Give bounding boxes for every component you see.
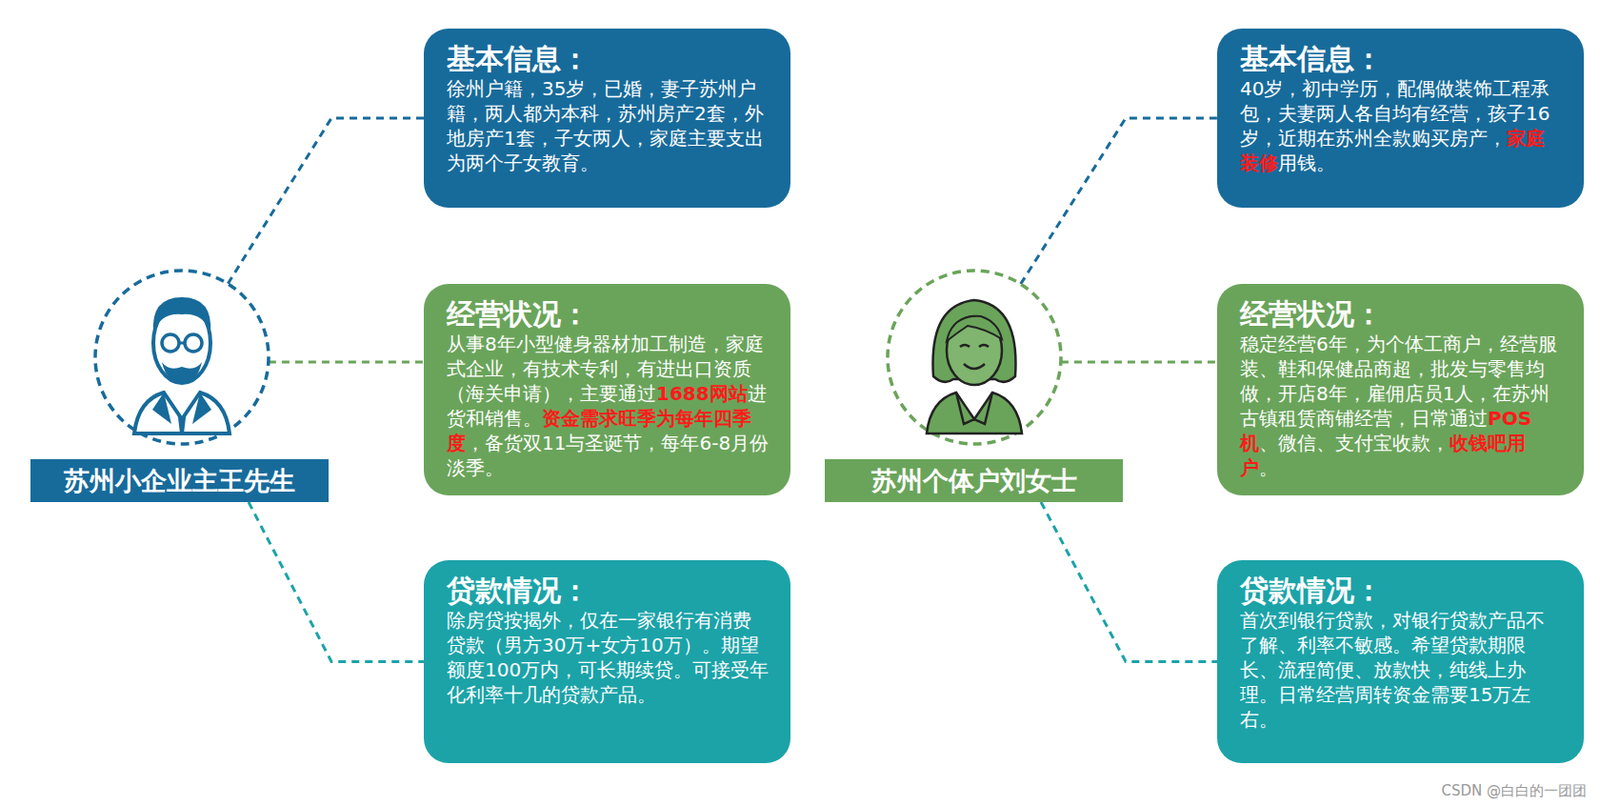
box-heading: 贷款情况： (1240, 573, 1563, 608)
box-heading: 基本信息： (1240, 41, 1563, 77)
persona-name: 苏州小企业主王先生 (63, 463, 296, 499)
info-body: 稳定经营6年，为个体工商户，经营服装、鞋和保健品商超，批发与零售均做，开店8年，… (1240, 331, 1563, 480)
persona-node: 苏州小企业主王先生 (30, 268, 329, 502)
info-box: 基本信息：40岁，初中学历，配偶做装饰工程承包，夫妻两人各自均有经营，孩子16岁… (1217, 28, 1584, 208)
info-body: 40岁，初中学历，配偶做装饰工程承包，夫妻两人各自均有经营，孩子16岁，近期在苏… (1240, 76, 1563, 176)
body-text: ，备货双11与圣诞节，每年6-8月份淡季。 (446, 431, 769, 480)
body-text: 。 (1259, 456, 1279, 480)
box-heading: 经营状况： (446, 297, 770, 332)
info-box: 贷款情况：除房贷按揭外，仅在一家银行有消费贷款（男方30万+女方10万）。期望额… (423, 560, 791, 763)
info-box: 经营状况：稳定经营6年，为个体工商户，经营服装、鞋和保健品商超，批发与零售均做，… (1217, 283, 1584, 496)
dashed-connector (227, 118, 424, 284)
body-text: 40岁，初中学历，配偶做装饰工程承包，夫妻两人各自均有经营，孩子16岁，近期在苏… (1240, 77, 1550, 150)
body-text: 首次到银行贷款，对银行贷款产品不了解、利率不敏感。希望贷款期限长、流程简便、放款… (1240, 608, 1545, 731)
persona-name: 苏州个体户刘女士 (871, 463, 1078, 499)
persona-band: 苏州个体户刘女士 (824, 459, 1123, 502)
body-text: 、微信、支付宝收款， (1259, 431, 1450, 455)
info-box: 贷款情况：首次到银行贷款，对银行贷款产品不了解、利率不敏感。希望贷款期限长、流程… (1217, 560, 1584, 763)
info-box: 经营状况：从事8年小型健身器材加工制造，家庭式企业，有技术专利，有进出口资质（海… (423, 283, 791, 496)
highlight-text: 1688网站 (656, 381, 748, 405)
persona-node: 苏州个体户刘女士 (824, 268, 1123, 502)
dashed-connector (1020, 118, 1218, 284)
persona-band: 苏州小企业主王先生 (30, 459, 329, 502)
dashed-connector (248, 501, 424, 662)
dashed-connector (1060, 360, 1218, 364)
watermark: CSDN @白白的一团团 (1440, 781, 1587, 800)
info-body: 首次到银行贷款，对银行贷款产品不了解、利率不敏感。希望贷款期限长、流程简便、放款… (1240, 607, 1563, 732)
box-heading: 基本信息： (446, 41, 770, 77)
body-text: 用钱。 (1278, 151, 1336, 175)
man-icon (95, 270, 269, 444)
body-text: 除房贷按揭外，仅在一家银行有消费贷款（男方30万+女方10万）。期望额度100万… (446, 608, 769, 706)
box-heading: 经营状况： (1240, 297, 1563, 332)
info-box: 基本信息：徐州户籍，35岁，已婚，妻子苏州户籍，两人都为本科，苏州房产2套，外地… (423, 28, 791, 208)
info-body: 从事8年小型健身器材加工制造，家庭式企业，有技术专利，有进出口资质（海关申请），… (446, 331, 770, 480)
dashed-connector (268, 360, 424, 364)
box-heading: 贷款情况： (446, 573, 770, 608)
body-text: 徐州户籍，35岁，已婚，妻子苏州户籍，两人都为本科，苏州房产2套，外地房产1套，… (446, 77, 764, 175)
info-body: 除房贷按揭外，仅在一家银行有消费贷款（男方30万+女方10万）。期望额度100万… (446, 607, 770, 707)
woman-icon (887, 270, 1061, 444)
dashed-connector (1040, 501, 1218, 662)
info-body: 徐州户籍，35岁，已婚，妻子苏州户籍，两人都为本科，苏州房产2套，外地房产1套，… (446, 76, 770, 176)
